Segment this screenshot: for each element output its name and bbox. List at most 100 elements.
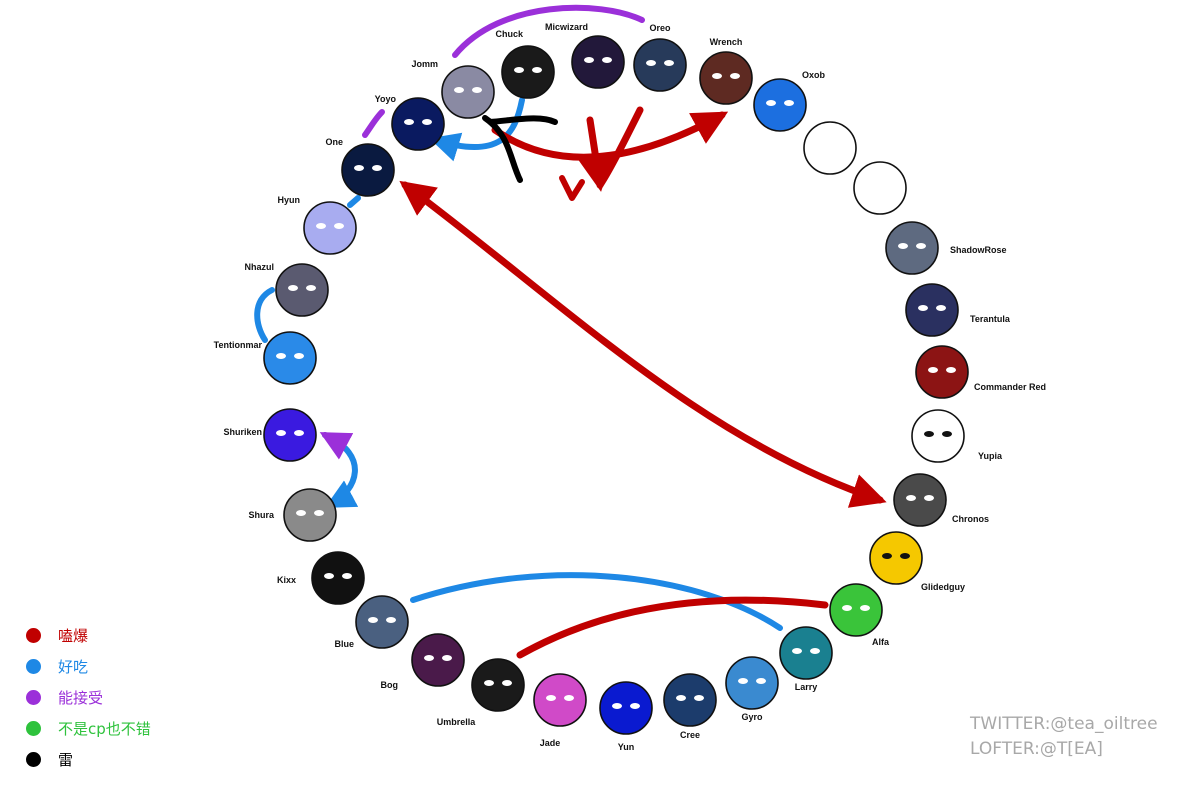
character-eye	[316, 223, 326, 229]
character-node-shura: Shura	[248, 488, 337, 542]
character-avatar	[829, 583, 883, 637]
character-name-label: Jade	[540, 738, 561, 748]
edge-shuriken-shura-head	[319, 432, 354, 460]
character-eye	[936, 305, 946, 311]
character-eye	[454, 87, 464, 93]
legend-item: 嗑爆	[26, 620, 151, 651]
character-eye	[442, 655, 452, 661]
character-eye	[602, 57, 612, 63]
character-eye	[738, 678, 748, 684]
character-avatar	[633, 38, 687, 92]
character-eye	[334, 223, 344, 229]
character-avatar	[411, 633, 465, 687]
character-node-kixx: Kixx	[277, 551, 365, 605]
character-avatar	[753, 78, 807, 132]
character-node-yupia: Yupia	[911, 409, 1003, 463]
character-name-label: Alfa	[872, 637, 890, 647]
character-eye	[354, 165, 364, 171]
character-name-label: Wrench	[710, 37, 743, 47]
character-avatar	[571, 35, 625, 89]
character-eye	[422, 119, 432, 125]
character-node-alfa: Alfa	[829, 583, 890, 647]
legend-item: 雷	[26, 744, 151, 775]
character-node-blue: Blue	[334, 595, 409, 649]
edge-blue-larry	[410, 572, 783, 631]
character-node-cree: Cree	[663, 673, 717, 740]
character-eye	[424, 655, 434, 661]
character-node-tentionmar: Tentionmar	[214, 331, 317, 385]
character-node-commander-red: Commander Red	[915, 345, 1046, 399]
character-eye	[924, 431, 934, 437]
character-name-label: Larry	[795, 682, 818, 692]
character-avatar	[471, 658, 525, 712]
character-eye	[546, 695, 556, 701]
character-name-label: Tentionmar	[214, 340, 263, 350]
character-node-wrench: Wrench	[699, 37, 753, 105]
character-eye	[276, 353, 286, 359]
character-node-jomm: Jomm	[411, 59, 495, 119]
legend-swatch	[26, 659, 41, 674]
character-name-label: Cree	[680, 730, 700, 740]
edge-small-v	[559, 175, 585, 201]
character-eye	[860, 605, 870, 611]
edge-jomm-oreo	[452, 4, 645, 58]
character-name-label: Hyun	[278, 195, 301, 205]
character-eye	[842, 605, 852, 611]
character-name-label: Glidedguy	[921, 582, 965, 592]
character-name-label: Oxob	[802, 70, 826, 80]
character-eye	[584, 57, 594, 63]
character-node-shuriken: Shuriken	[223, 408, 317, 462]
character-avatar	[905, 283, 959, 337]
character-eye	[946, 367, 956, 373]
character-avatar	[853, 161, 907, 215]
character-eye	[372, 165, 382, 171]
character-eye	[694, 695, 704, 701]
character-avatar	[263, 331, 317, 385]
character-avatar	[803, 121, 857, 175]
character-name-label: Blue	[334, 639, 354, 649]
character-eye	[404, 119, 414, 125]
credits: TWITTER:@tea_oiltree LOFTER:@T[EA]	[970, 712, 1158, 762]
character-avatar	[885, 221, 939, 275]
character-avatar	[725, 656, 779, 710]
character-eye	[916, 243, 926, 249]
relationship-lines	[254, 4, 887, 659]
character-eye	[368, 617, 378, 623]
character-eye	[882, 553, 892, 559]
character-node-chronos: Chronos	[893, 473, 989, 527]
character-eye	[756, 678, 766, 684]
character-eye	[342, 573, 352, 579]
character-avatar	[599, 681, 653, 735]
character-name-label: Gyro	[741, 712, 763, 722]
twitter-handle: TWITTER:@tea_oiltree	[970, 714, 1158, 734]
character-name-label: Oreo	[649, 23, 671, 33]
character-eye	[294, 430, 304, 436]
character-node-yoyo: Yoyo	[375, 94, 445, 151]
character-eye	[386, 617, 396, 623]
character-eye	[288, 285, 298, 291]
character-eye	[612, 703, 622, 709]
character-avatar	[275, 263, 329, 317]
character-node-oreo: Oreo	[633, 23, 687, 92]
character-eye	[928, 367, 938, 373]
character-name-label: Commander Red	[974, 382, 1046, 392]
legend-swatch	[26, 690, 41, 705]
character-name-label: One	[325, 137, 343, 147]
character-eye	[502, 680, 512, 686]
character-avatar	[311, 551, 365, 605]
character-name-label: Nhazul	[244, 262, 274, 272]
legend-swatch	[26, 752, 41, 767]
character-eye	[898, 243, 908, 249]
character-avatar	[779, 626, 833, 680]
edge-umbrella-alfa	[516, 596, 829, 659]
character-node-umbrella: Umbrella	[437, 658, 525, 727]
character-avatar	[911, 409, 965, 463]
character-name-label: Yupia	[978, 451, 1003, 461]
legend-label: 嗑爆	[58, 627, 89, 645]
character-avatar	[355, 595, 409, 649]
character-node-gyro: Gyro	[725, 656, 779, 722]
edge-one-hyun	[347, 195, 361, 208]
character-avatar	[283, 488, 337, 542]
character-avatar	[391, 97, 445, 151]
